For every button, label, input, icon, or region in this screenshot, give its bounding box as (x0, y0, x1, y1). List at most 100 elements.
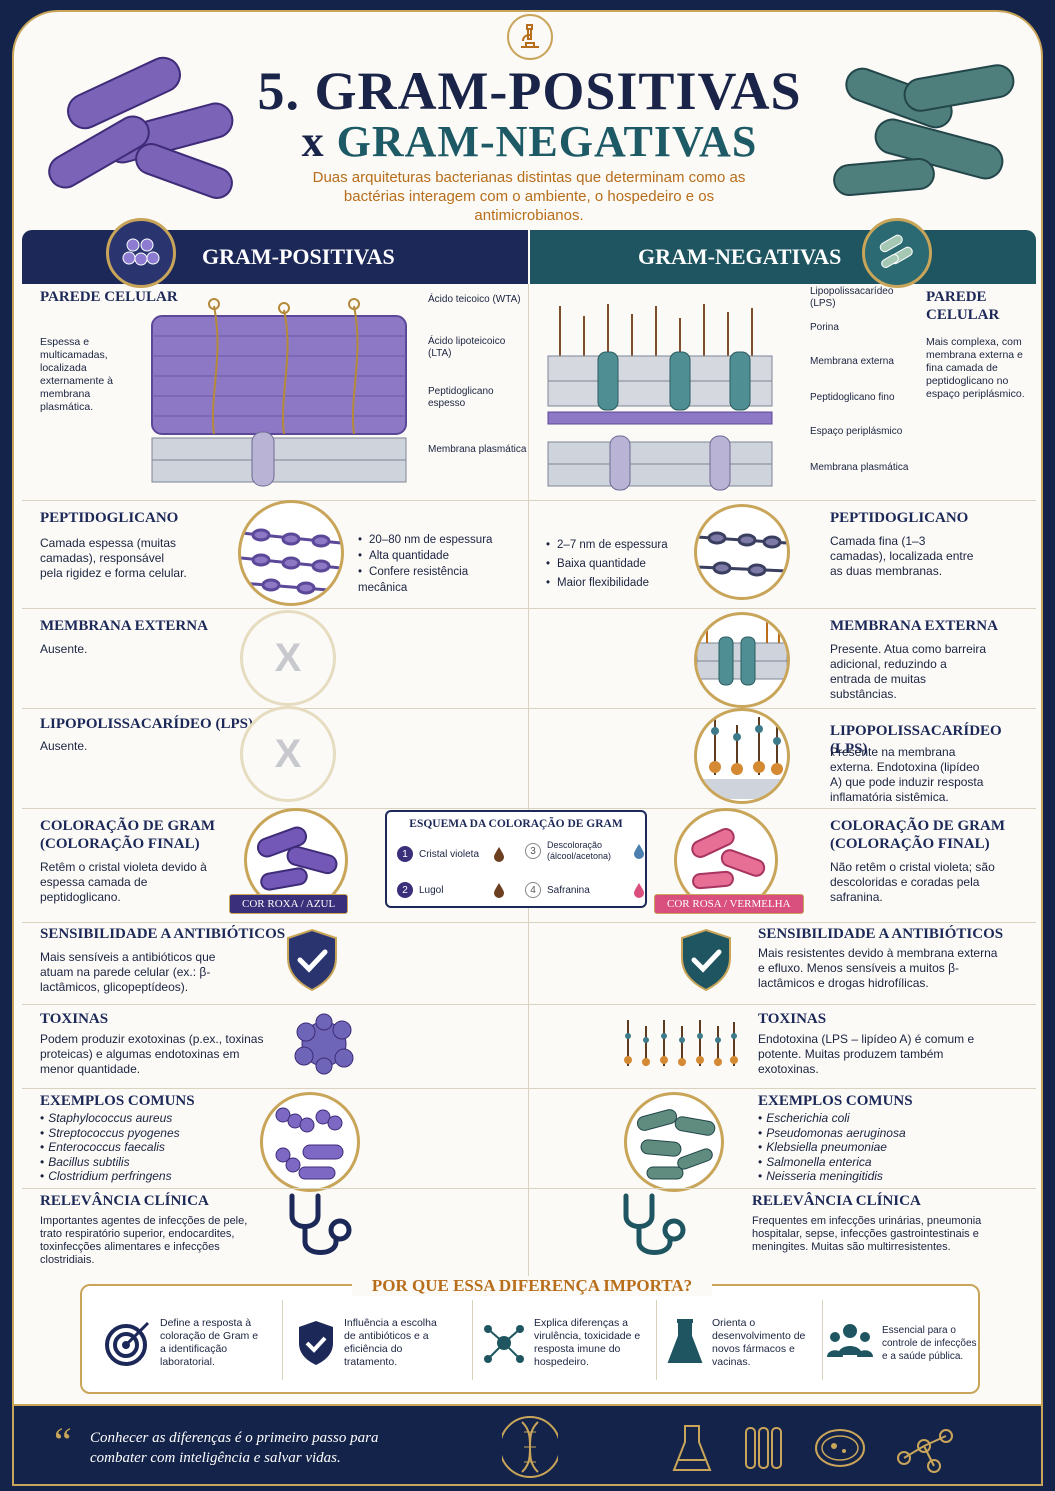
step-number: 1 (397, 846, 413, 862)
right-wall-label-4: Peptidoglicano fino (810, 392, 895, 403)
x-mark-icon: X (274, 635, 302, 680)
microscope-icon (507, 14, 553, 60)
divider (22, 708, 1036, 709)
left-stain-tag: COR ROXA / AZUL (229, 894, 349, 914)
left-wall-label-2: Ácido lipoteicoico (LTA) (428, 336, 506, 359)
list-item: Salmonella enterica (758, 1155, 978, 1170)
why-text: Essencial para o controle de infecções e… (882, 1324, 977, 1362)
why-it-matters-box: Define a resposta à coloração de Gram e … (80, 1284, 980, 1394)
right-stain-title: COLORAÇÃO DE GRAM (COLORAÇÃO FINAL) (830, 818, 1005, 852)
footer-quote: Conhecer as diferenças é o primeiro pass… (90, 1430, 379, 1466)
left-stain-title: COLORAÇÃO DE GRAM (COLORAÇÃO FINAL) (40, 818, 215, 852)
left-wall-label-1: Ácido teicoico (WTA) (428, 294, 521, 305)
subtitle: Duas arquiteturas bacterianas distintas … (312, 169, 746, 224)
left-cl-title: RELEVÂNCIA CLÍNICA (40, 1193, 209, 1209)
header-gram-negativas: GRAM-NEGATIVAS (530, 230, 1036, 284)
why-item-2: Influência a escolha de antibióticos e a… (296, 1308, 464, 1378)
divider (22, 1004, 1036, 1005)
right-pg-title: PEPTIDOGLICANO (830, 510, 969, 526)
separator (822, 1300, 823, 1380)
step-number: 3 (525, 843, 541, 859)
right-om-text: Presente. Atua como barreira adicional, … (830, 642, 987, 701)
separator (656, 1300, 657, 1380)
list-item: 2–7 nm de espessura (546, 536, 696, 555)
scheme-step-2: 2 Lugol (397, 882, 505, 898)
list-item: Streptococcus pyogenes (40, 1126, 240, 1141)
left-examples-list: Staphylococcus aureus Streptococcus pyog… (40, 1111, 240, 1184)
shield-check-icon (681, 928, 731, 992)
right-lps-circle (694, 708, 790, 804)
header-gram-positivas: GRAM-POSITIVAS (22, 230, 528, 284)
flask-icon (672, 1425, 712, 1471)
list-item: Enterococcus faecalis (40, 1140, 240, 1155)
left-tox-title: TOXINAS (40, 1011, 109, 1027)
right-lps-title: LIPOPOLISSACARÍDEO (LPS) (830, 723, 1002, 757)
divider (22, 1188, 1036, 1189)
right-stain-tag: COR ROSA / VERMELHA (654, 894, 804, 914)
left-tox-text: Podem produzir exotoxinas (p.ex., toxina… (40, 1032, 264, 1076)
header-label: GRAM-NEGATIVAS (638, 244, 842, 269)
why-text: Influência a escolha de antibióticos e a… (344, 1317, 437, 1368)
list-item: Neisseria meningitidis (758, 1169, 978, 1184)
right-om-title: MEMBRANA EXTERNA (830, 618, 998, 634)
test-tubes-icon (745, 1427, 782, 1469)
right-cl-text: Frequentes em infecções urinárias, pneum… (752, 1215, 982, 1253)
step-label: Lugol (419, 884, 444, 896)
right-tox-text: Endotoxina (LPS – lipídeo A) é comum e p… (758, 1032, 975, 1076)
right-tox-title: TOXINAS (758, 1011, 827, 1027)
quote-mark-icon: “ (54, 1419, 72, 1464)
list-item: Staphylococcus aureus (40, 1111, 240, 1126)
divider (22, 500, 1036, 501)
step-number: 2 (397, 882, 413, 898)
why-text: Define a resposta à coloração de Gram e … (160, 1317, 259, 1368)
right-pg-text: Camada fina (1–3 camadas), localizada en… (830, 534, 974, 578)
endotoxin-lps-icon (624, 1020, 738, 1066)
list-item: Bacillus subtilis (40, 1155, 240, 1170)
left-lps-absent-circle: X (240, 706, 336, 802)
left-lps-text: Ausente. (40, 739, 88, 753)
right-wall-label-2: Porina (810, 322, 839, 333)
drop-icon (634, 883, 644, 898)
molecule-icon (897, 1429, 953, 1473)
stethoscope-icon (623, 1193, 686, 1255)
why-text: Explica diferenças a virulência, toxicid… (534, 1317, 641, 1368)
shield-check-icon (287, 928, 337, 992)
step-label: Cristal violeta (419, 848, 480, 860)
why-item-3: Explica diferenças a virulência, toxicid… (482, 1308, 648, 1378)
purple-bacteria-illustration (48, 56, 234, 199)
left-om-text: Ausente. (40, 642, 88, 656)
column-divider (528, 284, 529, 1284)
left-pg-circle (238, 500, 344, 606)
main-title: 5. GRAM-POSITIVAS (257, 61, 802, 121)
step-label: Safranina (547, 884, 590, 896)
footer: “ Conhecer as diferenças é o primeiro pa… (14, 1404, 1041, 1484)
left-pg-text: Camada espessa (muitas camadas), respons… (40, 536, 187, 580)
list-item: Baixa quantidade (546, 555, 696, 574)
list-item: 20–80 nm de espessura (358, 532, 518, 548)
right-wall-title: PAREDE CELULAR (926, 289, 1000, 323)
teal-bacteria-illustration (833, 64, 1015, 197)
left-pg-bullets: 20–80 nm de espessura Alta quantidade Co… (358, 532, 518, 596)
title-x: x (301, 117, 325, 166)
left-examples-circle (260, 1092, 360, 1192)
right-lps-text: Presente na membrana externa. Endotoxina… (830, 745, 984, 804)
target-icon (105, 1321, 150, 1366)
poster: 5. GRAM-POSITIVAS x GRAM-NEGATIVAS Duas … (12, 10, 1043, 1486)
left-stain-text: Retêm o cristal violeta devido à espessa… (40, 860, 207, 904)
left-wall-title: PAREDE CELULAR (40, 289, 178, 305)
right-ab-title: SENSIBILIDADE A ANTIBIÓTICOS (758, 926, 1004, 942)
divider (22, 922, 1036, 923)
cocci-icon (106, 218, 176, 288)
list-item: Maior flexibilidade (546, 574, 696, 593)
people-icon (827, 1324, 873, 1357)
right-cl-title: RELEVÂNCIA CLÍNICA (752, 1193, 921, 1209)
list-item: Escherichia coli (758, 1111, 978, 1126)
drop-icon (494, 883, 504, 898)
bacilli-icon (862, 218, 932, 288)
x-mark-icon: X (274, 731, 302, 776)
molecule-icon (484, 1325, 524, 1363)
why-item-1: Define a resposta à coloração de Gram e … (104, 1308, 274, 1378)
header-label: GRAM-POSITIVAS (202, 244, 395, 269)
dna-icon (502, 1416, 558, 1478)
right-wall-label-6: Membrana plasmática (810, 462, 909, 473)
